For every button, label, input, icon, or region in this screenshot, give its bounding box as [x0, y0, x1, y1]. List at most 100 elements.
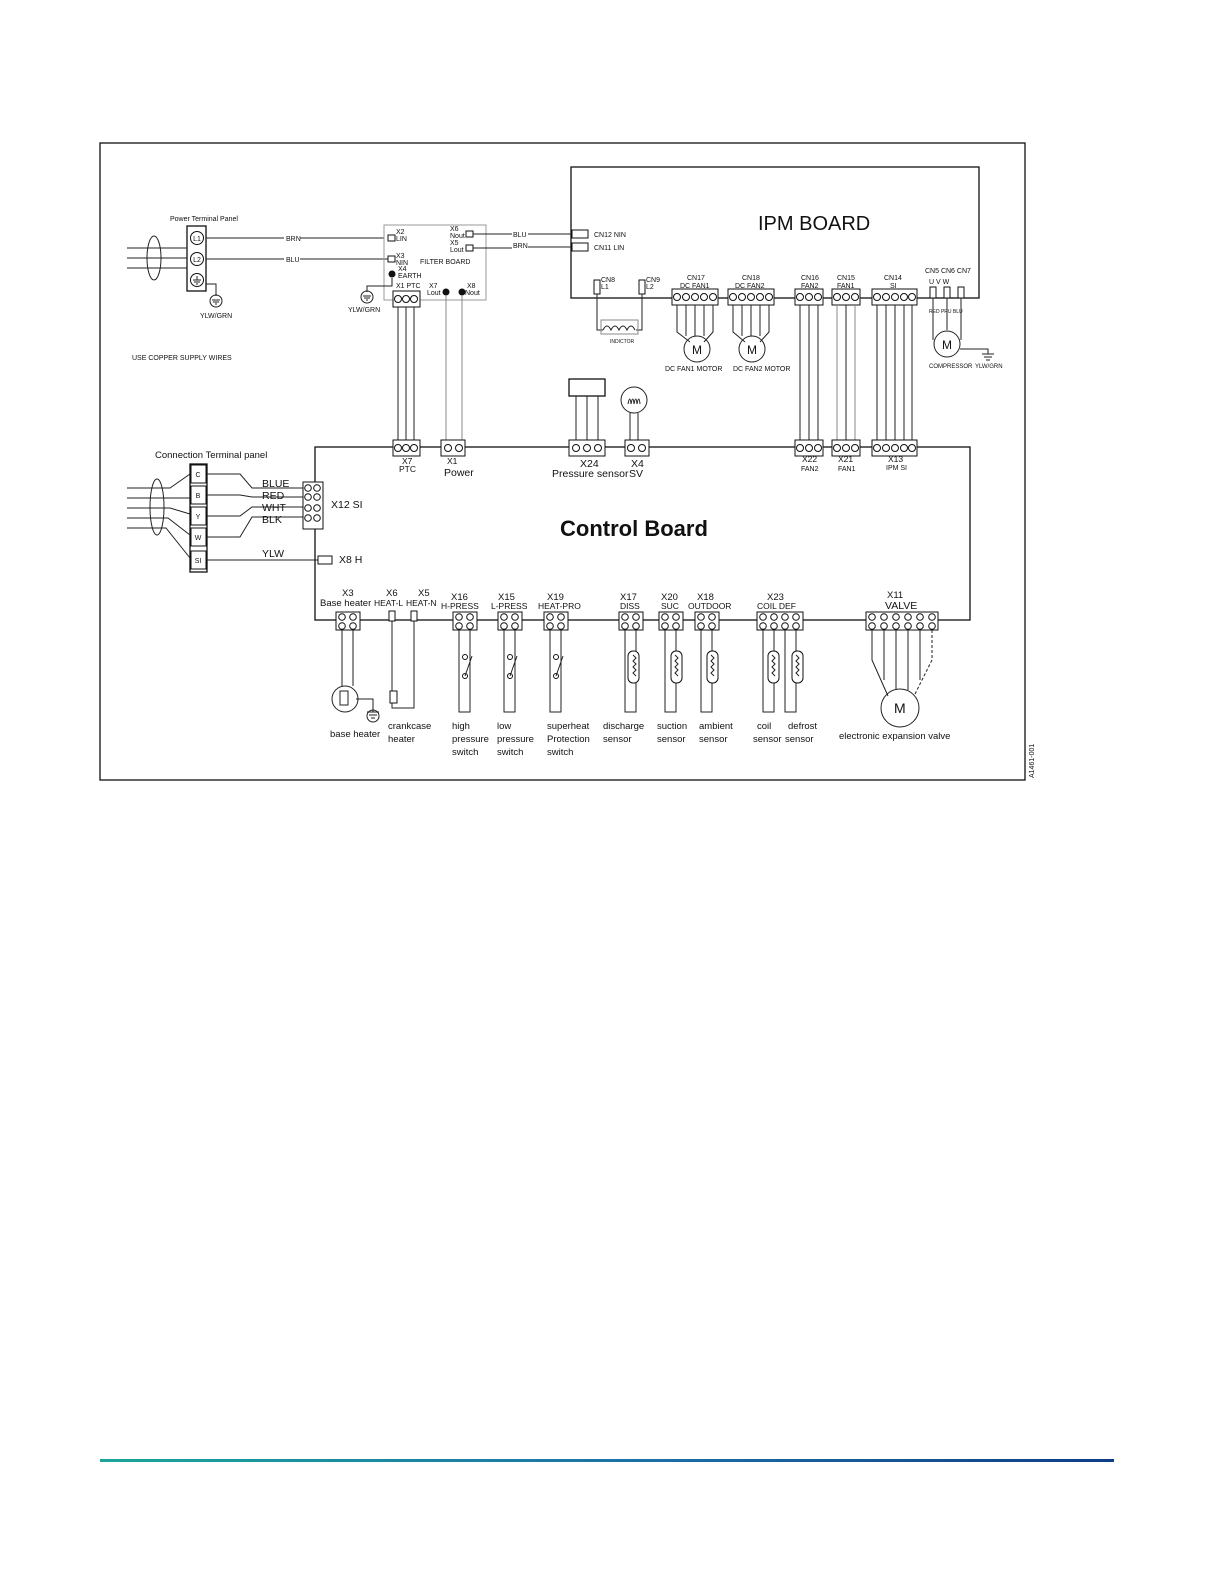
svg-text:C: C [195, 472, 200, 479]
fan1-motor-m: M [692, 343, 702, 357]
svg-text:discharge: discharge [603, 721, 644, 732]
eev-motor-m: M [894, 700, 906, 716]
cn14-sub: SI [890, 283, 897, 290]
x13-connector [871, 439, 918, 457]
svg-text:L2: L2 [193, 257, 201, 264]
svg-text:YLW: YLW [262, 548, 284, 560]
svg-text:X6: X6 [386, 588, 398, 599]
cn17-connector [671, 288, 719, 306]
filter-earth-terminal [388, 270, 396, 278]
cn15-sub: FAN1 [837, 283, 855, 290]
svg-text:Power: Power [444, 467, 474, 479]
svg-text:X13: X13 [888, 454, 903, 464]
x16-connector [452, 611, 478, 631]
svg-text:X1 PTC: X1 PTC [396, 283, 421, 290]
cn5-terminal [929, 286, 937, 299]
cn14-label: CN14 [884, 275, 902, 282]
fan2-motor-m: M [747, 343, 757, 357]
cn15-label: CN15 [837, 275, 855, 282]
compressor-wire-colors: RED PRU BLU [929, 309, 963, 315]
control-board-title: Control Board [560, 516, 708, 541]
x7-ptc-connector [392, 439, 421, 457]
solenoid-valve-symbol [620, 386, 648, 414]
x24-connector [568, 439, 606, 457]
crankcase-heater-symbol [389, 690, 398, 704]
x15-connector [497, 611, 523, 631]
x19-connector [543, 611, 569, 631]
svg-text:H-PRESS: H-PRESS [441, 601, 479, 611]
svg-text:X3: X3 [342, 588, 354, 599]
cn9-sub: L2 [646, 284, 654, 291]
svg-text:DISS: DISS [620, 601, 640, 611]
x8-h-label: X8 H [339, 554, 362, 566]
svg-text:high: high [452, 721, 470, 732]
svg-text:Pressure sensor: Pressure sensor [552, 468, 629, 480]
svg-text:X5: X5 [450, 240, 459, 247]
svg-text:FAN2: FAN2 [801, 466, 819, 473]
svg-text:sensor: sensor [699, 734, 728, 745]
cn7-terminal [957, 286, 965, 299]
power-brn-label: BRN [286, 236, 301, 243]
x11-connector [865, 611, 939, 631]
inductor-coil [602, 325, 636, 332]
filter-board-name: FILTER BOARD [420, 259, 470, 266]
cn9-terminal [638, 279, 646, 295]
connection-panel-block [189, 463, 208, 573]
cn12-terminal [571, 229, 589, 239]
x12-si-connector [302, 481, 324, 530]
power-blu-label: BLU [286, 257, 300, 264]
cn18-sub: DC FAN2 [735, 283, 765, 290]
svg-text:X7: X7 [429, 283, 438, 290]
svg-text:X4: X4 [398, 266, 407, 273]
footer-rule [100, 1459, 1114, 1462]
svg-text:sensor: sensor [603, 734, 632, 745]
cn8-terminal [593, 279, 601, 295]
svg-text:RED: RED [262, 490, 285, 502]
filter-ground-icon [363, 295, 371, 301]
ipm-board: IPM BOARD CN12 NIN CN11 LIN CN8 L1 CN9 L… [570, 166, 980, 315]
cn567-label: CN5 CN6 CN7 [925, 268, 971, 275]
x23-connector [756, 611, 804, 631]
cn16-label: CN16 [801, 275, 819, 282]
svg-text:X5: X5 [418, 588, 430, 599]
svg-text:coil: coil [757, 721, 771, 732]
svg-text:sensor: sensor [657, 734, 686, 745]
svg-text:Y: Y [196, 514, 201, 521]
svg-text:ambient: ambient [699, 721, 733, 732]
svg-text:B: B [196, 493, 201, 500]
coil-sensor-symbol [767, 650, 780, 684]
power-panel-title: Power Terminal Panel [170, 216, 238, 223]
x21-connector [831, 439, 861, 457]
svg-text:LIN: LIN [396, 236, 407, 243]
connection-cable-bundle [149, 478, 165, 536]
svg-text:BLUE: BLUE [262, 478, 289, 490]
x20-connector [658, 611, 684, 631]
svg-text:sensor: sensor [785, 734, 814, 745]
svg-text:X2: X2 [396, 229, 405, 236]
svg-text:X18: X18 [697, 592, 714, 603]
x4-sv-connector [624, 439, 650, 457]
document-code: A1461-001 [1029, 744, 1036, 778]
x22-connector [794, 439, 824, 457]
svg-text:X23: X23 [767, 592, 784, 603]
svg-text:defrost: defrost [788, 721, 817, 732]
base-heater-symbol [331, 685, 359, 713]
ipm-board-title: IPM BOARD [758, 213, 870, 235]
cn8-sub: L1 [601, 284, 609, 291]
control-board: Control Board [314, 446, 971, 621]
x12-si-label: X12 SI [331, 499, 363, 511]
filter-brn-label: BRN [513, 243, 528, 250]
compressor-m: M [942, 338, 952, 352]
x6-terminal [388, 610, 396, 622]
bottom-components: base heater crankcase heater high pressu… [330, 621, 950, 758]
diagram-frame [99, 142, 1026, 781]
ipm-board-outline [570, 166, 980, 299]
copper-wires-note: USE COPPER SUPPLY WIRES [132, 355, 232, 362]
svg-text:SUC: SUC [661, 601, 679, 611]
svg-text:X21: X21 [838, 454, 853, 464]
cn16-connector [794, 288, 824, 306]
cn11-terminal [571, 242, 589, 252]
cn18-label: CN18 [742, 275, 760, 282]
svg-text:L1: L1 [193, 236, 201, 243]
svg-text:pressure: pressure [452, 734, 489, 745]
